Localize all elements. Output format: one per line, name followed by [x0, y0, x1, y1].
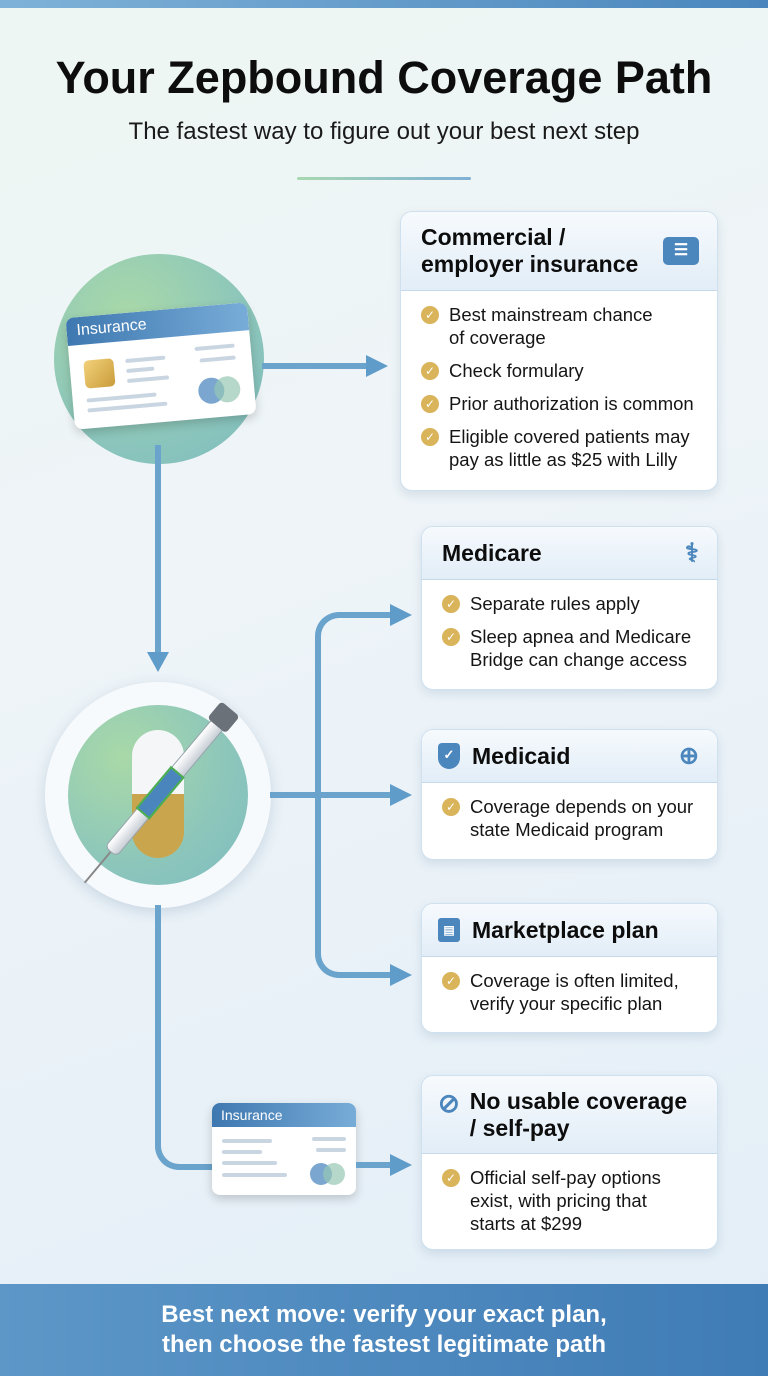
top-accent-bar	[0, 0, 768, 8]
card-self-pay: ⊘ No usable coverage / self-pay ✓Official…	[421, 1075, 718, 1250]
connector-line	[270, 792, 320, 798]
id-badge-icon: ☰	[663, 237, 699, 265]
check-icon: ✓	[421, 306, 439, 324]
card-title: No usable coverage / self-pay	[469, 1087, 688, 1141]
user-plus-icon: ⊕	[678, 742, 699, 770]
arrow-head	[390, 1154, 412, 1176]
chip-icon	[83, 358, 116, 389]
check-icon: ✓	[442, 628, 460, 646]
connector-line	[340, 612, 392, 618]
check-icon: ✓	[442, 798, 460, 816]
card-commercial: Commercial / employer insurance ☰ ✓Best …	[400, 211, 718, 491]
arrow-head	[147, 652, 169, 672]
page-subtitle: The fastest way to figure out your best …	[128, 118, 640, 145]
list-item: ✓Prior authorization is common	[421, 392, 697, 415]
card-title: Commercial / employer insurance	[421, 224, 639, 277]
list-item: ✓Sleep apnea and Medicare Bridge can cha…	[442, 625, 697, 671]
divider	[297, 177, 471, 180]
bottom-banner: Best next move: verify your exact plan, …	[0, 1284, 768, 1376]
insurance-card-illustration: Insurance	[65, 302, 257, 430]
banner-line-2: then choose the fastest legitimate path	[161, 1331, 607, 1358]
list-item: ✓Coverage depends on your state Medicaid…	[442, 795, 697, 841]
prohibited-icon: ⊘	[438, 1088, 460, 1118]
connector-line	[155, 445, 161, 655]
check-icon: ✓	[442, 972, 460, 990]
connector-line	[155, 905, 215, 1170]
small-insurance-card: Insurance	[212, 1103, 356, 1195]
check-icon: ✓	[442, 595, 460, 613]
list-item: ✓Check formulary	[421, 359, 697, 382]
check-icon: ✓	[421, 362, 439, 380]
list-item: ✓Separate rules apply	[442, 592, 697, 615]
caduceus-icon: ⚕	[684, 537, 699, 568]
list-item: ✓Official self-pay options exist, with p…	[442, 1166, 697, 1235]
card-medicaid: ✓ Medicaid ⊕ ✓Coverage depends on your st…	[421, 729, 718, 860]
list-item: ✓Coverage is often limited, verify your …	[442, 969, 697, 1015]
list-item: ✓Eligible covered patients may pay as li…	[421, 425, 697, 471]
list-item: ✓Best mainstream chance of coverage	[421, 303, 697, 349]
arrow-head	[390, 604, 412, 626]
card-marketplace: ▤ Marketplace plan ✓Coverage is often lim…	[421, 903, 718, 1033]
check-icon: ✓	[421, 395, 439, 413]
connector-line	[262, 363, 370, 369]
arrow-head	[390, 964, 412, 986]
card-medicare: Medicare ⚕ ✓Separate rules apply ✓Sleep …	[421, 526, 718, 690]
card-title: Medicaid	[472, 742, 571, 769]
page-title: Your Zepbound Coverage Path	[55, 52, 713, 103]
arrow-head	[390, 784, 412, 806]
connector-line	[340, 972, 392, 978]
check-icon: ✓	[442, 1169, 460, 1187]
card-title: Marketplace plan	[472, 916, 659, 943]
clipboard-icon: ▤	[438, 918, 460, 942]
connector-line	[320, 792, 392, 798]
shield-check-icon: ✓	[438, 743, 460, 769]
branch-connector	[315, 612, 345, 978]
connector-line	[356, 1162, 392, 1168]
banner-line-1: Best next move: verify your exact plan,	[161, 1301, 607, 1328]
card-title: Medicare	[442, 539, 542, 566]
small-card-label: Insurance	[212, 1103, 356, 1127]
arrow-head	[366, 355, 388, 377]
check-icon: ✓	[421, 428, 439, 446]
